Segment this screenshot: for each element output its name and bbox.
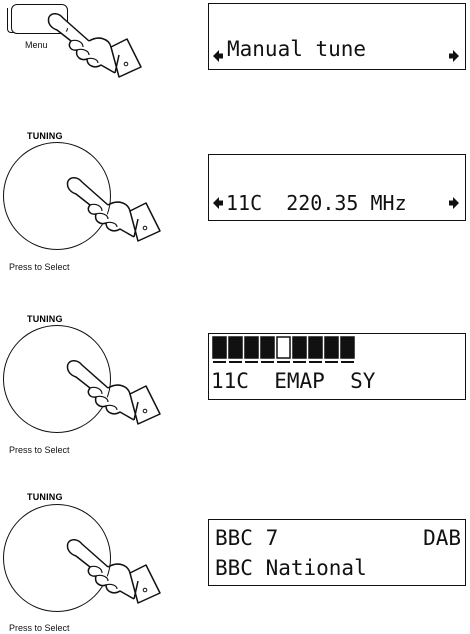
signal-marker-bar [277, 337, 290, 358]
right-arrow-icon [449, 197, 461, 211]
signal-bar-underline [309, 361, 322, 363]
signal-bar [341, 337, 354, 358]
signal-bar-underline [293, 361, 306, 363]
lcd-display-1: Manual tune [208, 3, 466, 70]
lcd-4-line-1-left: BBC 7 [215, 527, 278, 549]
signal-bar [325, 337, 338, 358]
signal-bar-underline [341, 361, 354, 363]
hand-pressing-button-icon [49, 17, 149, 87]
signal-bar-underline [277, 361, 290, 363]
signal-bar-underline [261, 361, 274, 363]
signal-bar [309, 337, 322, 358]
left-arrow-icon [213, 50, 225, 64]
left-arrow-icon [213, 197, 225, 211]
lcd-display-4: BBC 7 DAB BBC National [208, 519, 466, 586]
press-to-select-caption: Press to Select [9, 262, 70, 272]
signal-bar [245, 337, 258, 358]
signal-bar-underline [229, 361, 242, 363]
hand-pressing-knob-icon [68, 543, 168, 613]
signal-bar [229, 337, 242, 358]
menu-button-bracket-icon [7, 8, 14, 33]
lcd-display-3: 11C EMAP SY [208, 333, 466, 400]
lcd-display-2: 11C 220.35 MHz [208, 154, 466, 221]
right-arrow-icon [449, 50, 461, 64]
signal-bar-underline [245, 361, 258, 363]
signal-bar-underline [325, 361, 338, 363]
tuning-label: TUNING [27, 314, 63, 324]
hand-pressing-knob-icon [68, 181, 168, 251]
lcd-4-line-1-right: DAB [423, 527, 461, 549]
press-to-select-caption: Press to Select [9, 445, 70, 455]
tuning-label: TUNING [27, 492, 63, 502]
lcd-4-line-2: BBC National [215, 557, 367, 579]
lcd-3-line-2: 11C EMAP SY [211, 370, 375, 392]
lcd-1-line-2: Manual tune [227, 38, 366, 60]
press-to-select-caption: Press to Select [9, 623, 70, 633]
signal-bar [213, 337, 226, 358]
signal-bar [293, 337, 306, 358]
tuning-label: TUNING [27, 131, 63, 141]
lcd-2-line-2: 11C 220.35 MHz [226, 192, 407, 214]
signal-strength-bars [213, 337, 363, 365]
signal-bar-underline [213, 361, 226, 363]
signal-bar [261, 337, 274, 358]
hand-pressing-knob-icon [68, 364, 168, 434]
menu-label: Menu [25, 40, 48, 50]
